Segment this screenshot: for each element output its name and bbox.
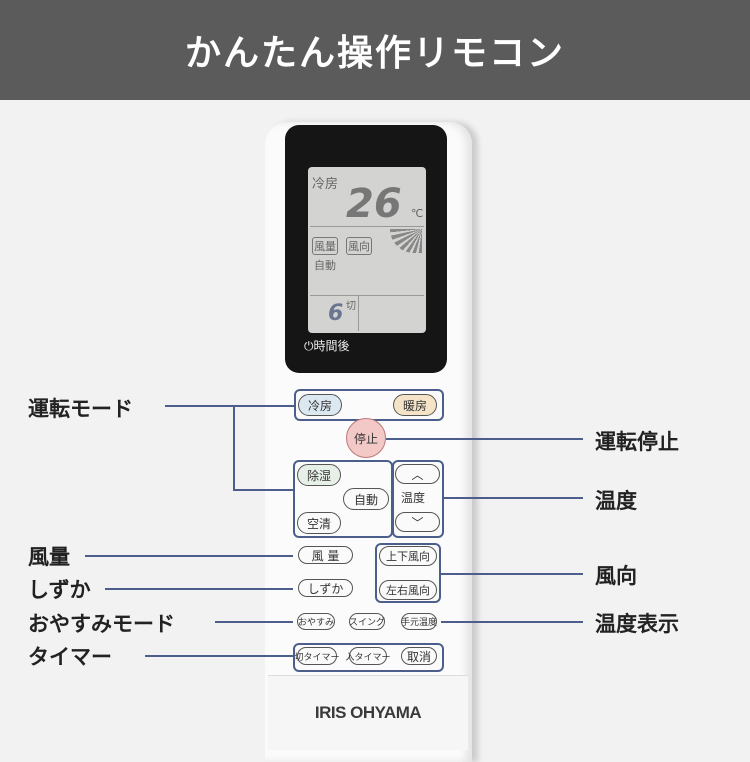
quiet-button[interactable]: しずか bbox=[298, 579, 353, 597]
callout-line bbox=[215, 621, 293, 623]
clean-button[interactable]: 空清 bbox=[297, 512, 341, 534]
temp-group bbox=[392, 460, 444, 538]
cool-button[interactable]: 冷房 bbox=[298, 394, 342, 416]
off-timer-button[interactable]: 切タイマー bbox=[295, 647, 340, 665]
timer-hours-label: ⏻時間後 bbox=[304, 337, 350, 354]
label-sleep: おやすみモード bbox=[28, 612, 175, 636]
dry-button[interactable]: 除湿 bbox=[297, 464, 341, 486]
callout-line bbox=[386, 438, 583, 440]
lcd-fan-tag: 風量 bbox=[312, 237, 338, 255]
stop-button[interactable]: 停止 bbox=[346, 418, 386, 458]
label-fan: 風量 bbox=[28, 545, 70, 569]
horizontal-direction-button[interactable]: 左右風向 bbox=[379, 580, 437, 600]
callout-line bbox=[145, 655, 293, 657]
temp-down-button[interactable]: ﹀ bbox=[395, 512, 440, 532]
sleep-button[interactable]: おやすみ bbox=[297, 613, 335, 630]
cancel-button[interactable]: 取消 bbox=[401, 647, 437, 665]
label-quiet: しずか bbox=[28, 578, 91, 602]
lcd-dir-tag: 風向 bbox=[346, 237, 372, 255]
lcd-fan-value: 自動 bbox=[314, 259, 336, 272]
label-temp-display: 温度表示 bbox=[595, 612, 679, 636]
label-temp: 温度 bbox=[595, 489, 637, 513]
callout-line bbox=[444, 497, 583, 499]
lcd-timer: 6 bbox=[328, 301, 344, 326]
lcd-timer-off: 切 bbox=[346, 301, 356, 312]
lcd-display: 冷房 26 ℃ 風量 風向 自動 6 切 bbox=[308, 167, 426, 333]
callout-line bbox=[85, 555, 293, 557]
timer-icon: ⏻ bbox=[304, 339, 314, 353]
callout-line bbox=[165, 405, 294, 407]
timer-group bbox=[293, 643, 444, 672]
fan-direction-icon bbox=[390, 229, 422, 253]
callout-line bbox=[233, 489, 294, 491]
on-timer-button[interactable]: 入タイマー bbox=[346, 647, 391, 665]
lcd-mode: 冷房 bbox=[312, 177, 339, 192]
timer-suffix: 時間後 bbox=[313, 339, 350, 353]
page-title: かんたん操作リモコン bbox=[0, 0, 750, 100]
lcd-unit: ℃ bbox=[411, 207, 424, 220]
auto-button[interactable]: 自動 bbox=[343, 488, 389, 510]
callout-line bbox=[233, 405, 235, 491]
temp-label: 温度 bbox=[401, 491, 426, 505]
label-timer: タイマー bbox=[28, 645, 112, 669]
callout-line bbox=[441, 621, 583, 623]
label-mode: 運転モード bbox=[28, 397, 133, 421]
hand-temp-button[interactable]: 手元温度 bbox=[401, 613, 437, 630]
vertical-direction-button[interactable]: 上下風向 bbox=[379, 546, 437, 566]
brand-logo: IRIS OHYAMA bbox=[268, 675, 468, 750]
heat-button[interactable]: 暖房 bbox=[393, 394, 437, 416]
callout-line bbox=[105, 588, 293, 590]
lcd-temp: 26 bbox=[346, 181, 402, 227]
direction-group bbox=[375, 543, 441, 603]
swing-button[interactable]: スイング bbox=[349, 613, 385, 630]
temp-up-button[interactable]: ︿ bbox=[395, 464, 440, 484]
callout-line bbox=[441, 573, 583, 575]
label-direction: 風向 bbox=[595, 564, 637, 588]
label-stop: 運転停止 bbox=[595, 430, 679, 454]
fan-button[interactable]: 風 量 bbox=[298, 546, 353, 564]
